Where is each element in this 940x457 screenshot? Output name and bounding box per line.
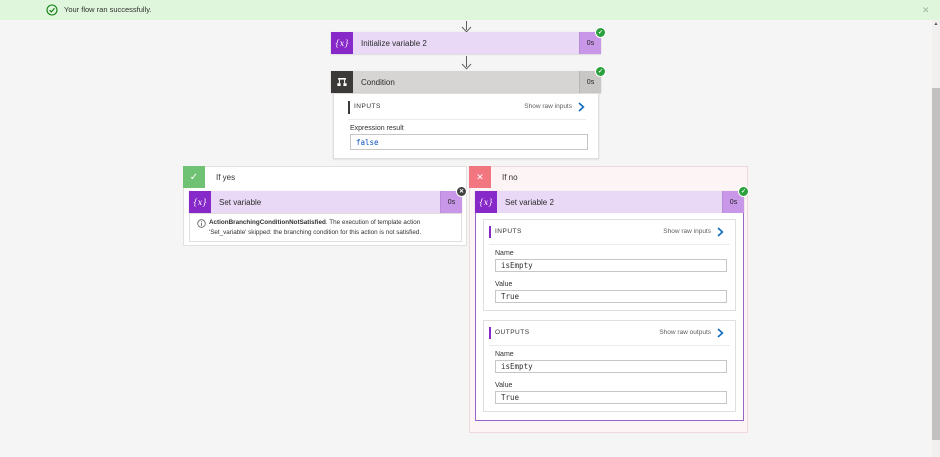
outputs-section: OUTPUTS Show raw outputs Name isEmpty Va… xyxy=(483,320,736,412)
action-title: Set variable xyxy=(211,191,440,213)
connector-arrow xyxy=(461,56,472,70)
name-value-box: isEmpty xyxy=(495,360,727,373)
show-raw-inputs-link[interactable]: Show raw inputs xyxy=(524,103,572,110)
name-label: Name xyxy=(495,250,514,257)
banner-message: Your flow ran successfully. xyxy=(64,5,152,14)
success-banner: Your flow ran successfully. ✕ xyxy=(0,0,940,20)
chevron-right-icon[interactable] xyxy=(717,328,724,338)
if-yes-check-icon[interactable]: ✓ xyxy=(183,166,205,188)
show-raw-inputs-link[interactable]: Show raw inputs xyxy=(663,228,711,235)
inputs-section-header: INPUTS xyxy=(495,228,522,235)
action-title: Initialize variable 2 xyxy=(353,32,579,54)
cross-glyph: ✕ xyxy=(476,171,484,182)
action-set-variable-2[interactable]: {x} Set variable 2 0s ✓ xyxy=(475,186,749,213)
value-value: True xyxy=(501,393,520,402)
success-check-icon xyxy=(46,4,58,16)
if-no-cross-icon[interactable]: ✕ xyxy=(469,166,491,188)
if-yes-label: If yes xyxy=(216,173,236,182)
vertical-scrollbar-thumb[interactable] xyxy=(932,88,940,440)
skip-message: ActionBranchingConditionNotSatisfied. Th… xyxy=(209,218,456,237)
expression-result-label: Expression result xyxy=(350,125,404,132)
show-raw-outputs-link[interactable]: Show raw outputs xyxy=(659,329,711,336)
section-accent-bar xyxy=(489,226,491,238)
info-icon xyxy=(197,219,206,228)
skip-message-detail: . The execution of template action 'Set_… xyxy=(209,219,422,236)
duration-chip: 0s xyxy=(722,191,744,213)
section-accent-bar xyxy=(489,327,491,339)
condition-icon xyxy=(331,71,353,93)
variable-glyph: {x} xyxy=(192,197,208,207)
action-title: Condition xyxy=(353,71,579,93)
outputs-section-header: OUTPUTS xyxy=(495,329,530,336)
section-divider xyxy=(348,119,586,120)
success-status-badge: ✓ xyxy=(595,27,606,38)
variable-icon: {x} xyxy=(331,32,353,54)
variable-glyph: {x} xyxy=(478,197,494,207)
scrollbar-up-arrow[interactable]: ▲ xyxy=(933,21,939,27)
value-value-box: True xyxy=(495,391,727,404)
value-label: Value xyxy=(495,382,513,389)
chevron-right-icon[interactable] xyxy=(717,227,724,237)
expression-result-value-box: false xyxy=(350,134,588,150)
variable-glyph: {x} xyxy=(334,38,350,48)
value-label: Value xyxy=(495,281,513,288)
duration-chip: 0s xyxy=(440,191,462,213)
skipped-status-badge: ✕ xyxy=(456,186,467,197)
section-divider xyxy=(489,345,730,346)
name-label: Name xyxy=(495,351,514,358)
set-variable-2-details-panel: INPUTS Show raw inputs Name isEmpty Valu… xyxy=(475,213,744,421)
variable-icon: {x} xyxy=(189,191,211,213)
branch-if-no: ✕ If no {x} Set variable 2 0s ✓ INPUTS S… xyxy=(469,166,749,433)
action-condition[interactable]: Condition 0s ✓ xyxy=(331,66,606,93)
inputs-section: INPUTS Show raw inputs Name isEmpty Valu… xyxy=(483,219,736,311)
check-glyph: ✓ xyxy=(189,171,199,183)
section-accent-bar xyxy=(348,101,350,114)
skip-message-panel: ActionBranchingConditionNotSatisfied. Th… xyxy=(189,213,462,242)
if-no-label: If no xyxy=(502,173,518,182)
banner-close-icon[interactable]: ✕ xyxy=(922,5,930,15)
branch-if-yes: ✓ If yes {x} Set variable 0s ✕ ActionBra… xyxy=(183,166,467,246)
action-set-variable[interactable]: {x} Set variable 0s ✕ xyxy=(189,186,467,213)
action-title: Set variable 2 xyxy=(497,191,722,213)
condition-details-panel: INPUTS Show raw inputs Expression result… xyxy=(333,93,599,159)
name-value: isEmpty xyxy=(501,261,533,270)
variable-icon: {x} xyxy=(475,191,497,213)
success-status-badge: ✓ xyxy=(595,66,606,77)
name-value: isEmpty xyxy=(501,362,533,371)
chevron-right-icon[interactable] xyxy=(578,102,585,112)
duration-chip: 0s xyxy=(579,71,601,93)
action-initialize-variable[interactable]: {x} Initialize variable 2 0s ✓ xyxy=(331,27,606,54)
name-value-box: isEmpty xyxy=(495,259,727,272)
duration-chip: 0s xyxy=(579,32,601,54)
expression-result-value: false xyxy=(356,137,379,147)
connector-arrow xyxy=(461,21,472,33)
value-value: True xyxy=(501,292,520,301)
success-status-badge: ✓ xyxy=(738,186,749,197)
value-value-box: True xyxy=(495,290,727,303)
inputs-section-header: INPUTS xyxy=(354,103,381,110)
section-divider xyxy=(489,244,730,245)
skip-message-error-code: ActionBranchingConditionNotSatisfied xyxy=(209,219,326,226)
